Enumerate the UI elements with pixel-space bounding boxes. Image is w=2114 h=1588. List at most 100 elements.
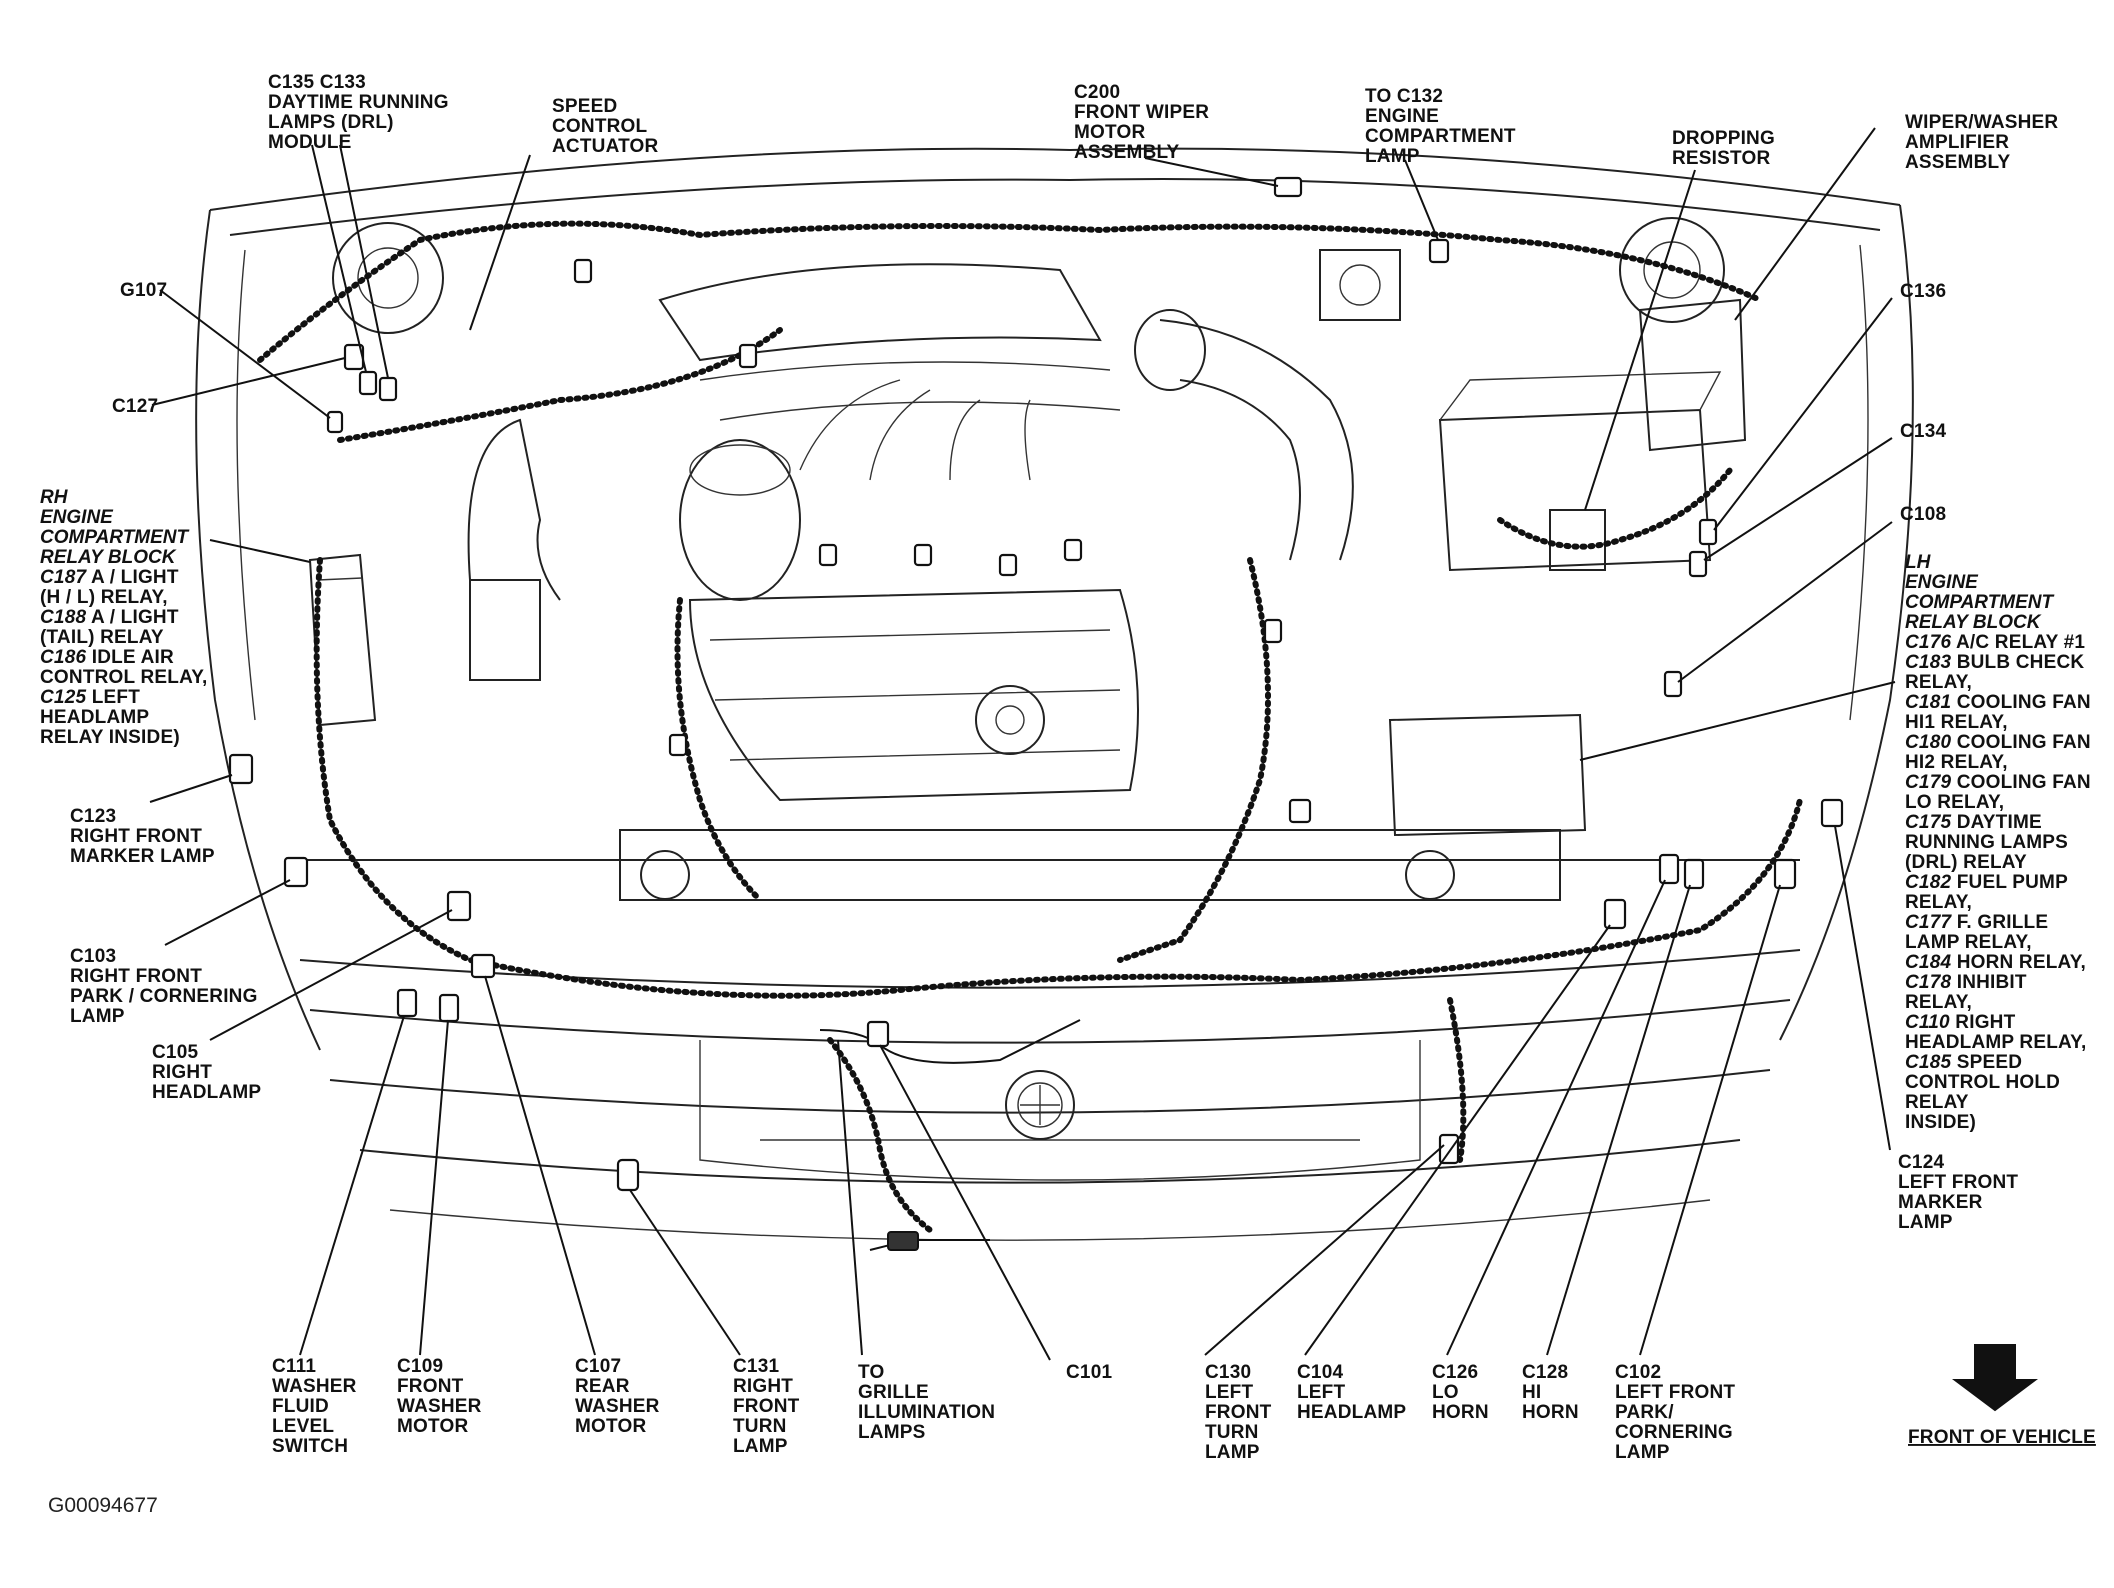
label-rh-relay-block-items: C187 A / LIGHT(H / L) RELAY,C188 A / LIG…: [40, 567, 208, 748]
label-line: ENGINE: [1905, 572, 1979, 593]
label-g107: G107: [120, 280, 167, 301]
connector-c124: [1820, 798, 1844, 828]
relay-description: RELAY,: [1905, 672, 1972, 693]
relay-connector-code: C179: [1905, 772, 1951, 793]
relay-connector-code: C178: [1905, 972, 1951, 993]
label-line: TURN: [1205, 1422, 1259, 1443]
relay-description: FUEL PUMP: [1951, 872, 2068, 893]
relay-description: LEFT: [86, 687, 140, 708]
label-line: C131: [733, 1356, 779, 1377]
relay-description: HEADLAMP RELAY,: [1905, 1032, 2086, 1053]
label-line: C135 C133: [268, 72, 366, 93]
label-c136: C136: [1900, 281, 1946, 302]
relay-description: IDLE AIR: [86, 647, 174, 668]
relay-list-line: (DRL) RELAY: [1905, 852, 2027, 873]
connector-grille-lamps: [887, 1231, 919, 1251]
relay-list-line: HI2 RELAY,: [1905, 752, 2008, 773]
relay-description: (DRL) RELAY: [1905, 852, 2027, 873]
label-line: C200: [1074, 82, 1120, 103]
label-line: C109: [397, 1356, 443, 1377]
front-of-vehicle-label: FRONT OF VEHICLE: [1908, 1427, 2096, 1448]
label-line: REAR: [575, 1376, 630, 1397]
label-line: CORNERING: [1615, 1422, 1733, 1443]
connector-c104: [1603, 898, 1627, 930]
connector-c200: [1273, 176, 1303, 198]
label-line: TURN: [733, 1416, 787, 1437]
label-c127: C127: [112, 396, 158, 417]
label-line: ENGINE: [40, 507, 114, 528]
label-line: GRILLE: [858, 1382, 929, 1403]
relay-list-line: RELAY,: [1905, 992, 1972, 1013]
label-line: RH: [40, 487, 69, 508]
relay-list-line: C183 BULB CHECK: [1905, 652, 2084, 673]
label-line: FRONT: [397, 1376, 464, 1397]
label-line: MARKER LAMP: [70, 846, 215, 867]
relay-list-line: LAMP RELAY,: [1905, 932, 2032, 953]
relay-connector-code: C175: [1905, 812, 1951, 833]
connector-c132: [1428, 238, 1450, 264]
relay-connector-code: C110: [1905, 1012, 1950, 1033]
label-line: FRONT: [733, 1396, 800, 1417]
relay-list-line: HEADLAMP RELAY,: [1905, 1032, 2086, 1053]
label-line: SPEED: [552, 96, 617, 117]
relay-list-line: RELAY INSIDE): [40, 727, 180, 748]
label-line: HEADLAMP: [1297, 1402, 1406, 1423]
label-line: LH: [1905, 552, 1932, 573]
relay-description: INSIDE): [1905, 1112, 1976, 1133]
relay-list-line: C184 HORN RELAY,: [1905, 952, 2086, 973]
label-c108: C108: [1900, 504, 1946, 525]
label-line: TO: [858, 1362, 884, 1383]
relay-list-line: C180 COOLING FAN: [1905, 732, 2091, 753]
label-line: LEFT: [1297, 1382, 1345, 1403]
label-line: RIGHT: [733, 1376, 793, 1397]
relay-description: (H / L) RELAY,: [40, 587, 168, 608]
relay-connector-code: C186: [40, 647, 86, 668]
relay-list-line: HI1 RELAY,: [1905, 712, 2008, 733]
relay-connector-code: C125: [40, 687, 86, 708]
connector-c101: [866, 1020, 890, 1048]
label-line: RIGHT FRONT: [70, 826, 202, 847]
relay-description: A/C RELAY #1: [1951, 632, 2085, 653]
label-line: PARK/: [1615, 1402, 1674, 1423]
label-line: WASHER: [272, 1376, 357, 1397]
label-line: MOTOR: [1074, 122, 1145, 143]
label-line: MOTOR: [397, 1416, 468, 1437]
label-line: MARKER: [1898, 1192, 1983, 1213]
relay-list-line: C178 INHIBIT: [1905, 972, 2027, 993]
label-line: HI: [1522, 1382, 1541, 1403]
relay-list-line: C177 F. GRILLE: [1905, 912, 2048, 933]
label-line: SWITCH: [272, 1436, 348, 1457]
label-line: AMPLIFIER: [1905, 132, 2009, 153]
relay-list-line: C182 FUEL PUMP: [1905, 872, 2068, 893]
label-line: CONTROL: [552, 116, 648, 137]
label-line: RIGHT FRONT: [70, 966, 202, 987]
connector-c123: [228, 753, 254, 785]
relay-description: RELAY,: [1905, 992, 1972, 1013]
label-line: LAMP: [733, 1436, 788, 1457]
label-line: C105: [152, 1042, 198, 1063]
relay-connector-code: C182: [1905, 872, 1951, 893]
relay-list-line: CONTROL RELAY,: [40, 667, 208, 688]
relay-list-line: RELAY,: [1905, 672, 1972, 693]
label-line: C107: [575, 1356, 621, 1377]
relay-list-line: RELAY,: [1905, 892, 1972, 913]
label-line: ASSEMBLY: [1905, 152, 2011, 173]
label-line: LO: [1432, 1382, 1459, 1403]
label-line: DAYTIME RUNNING: [268, 92, 449, 113]
label-line: LEFT FRONT: [1898, 1172, 2018, 1193]
relay-connector-code: C187: [40, 567, 87, 588]
relay-list-line: (H / L) RELAY,: [40, 587, 168, 608]
